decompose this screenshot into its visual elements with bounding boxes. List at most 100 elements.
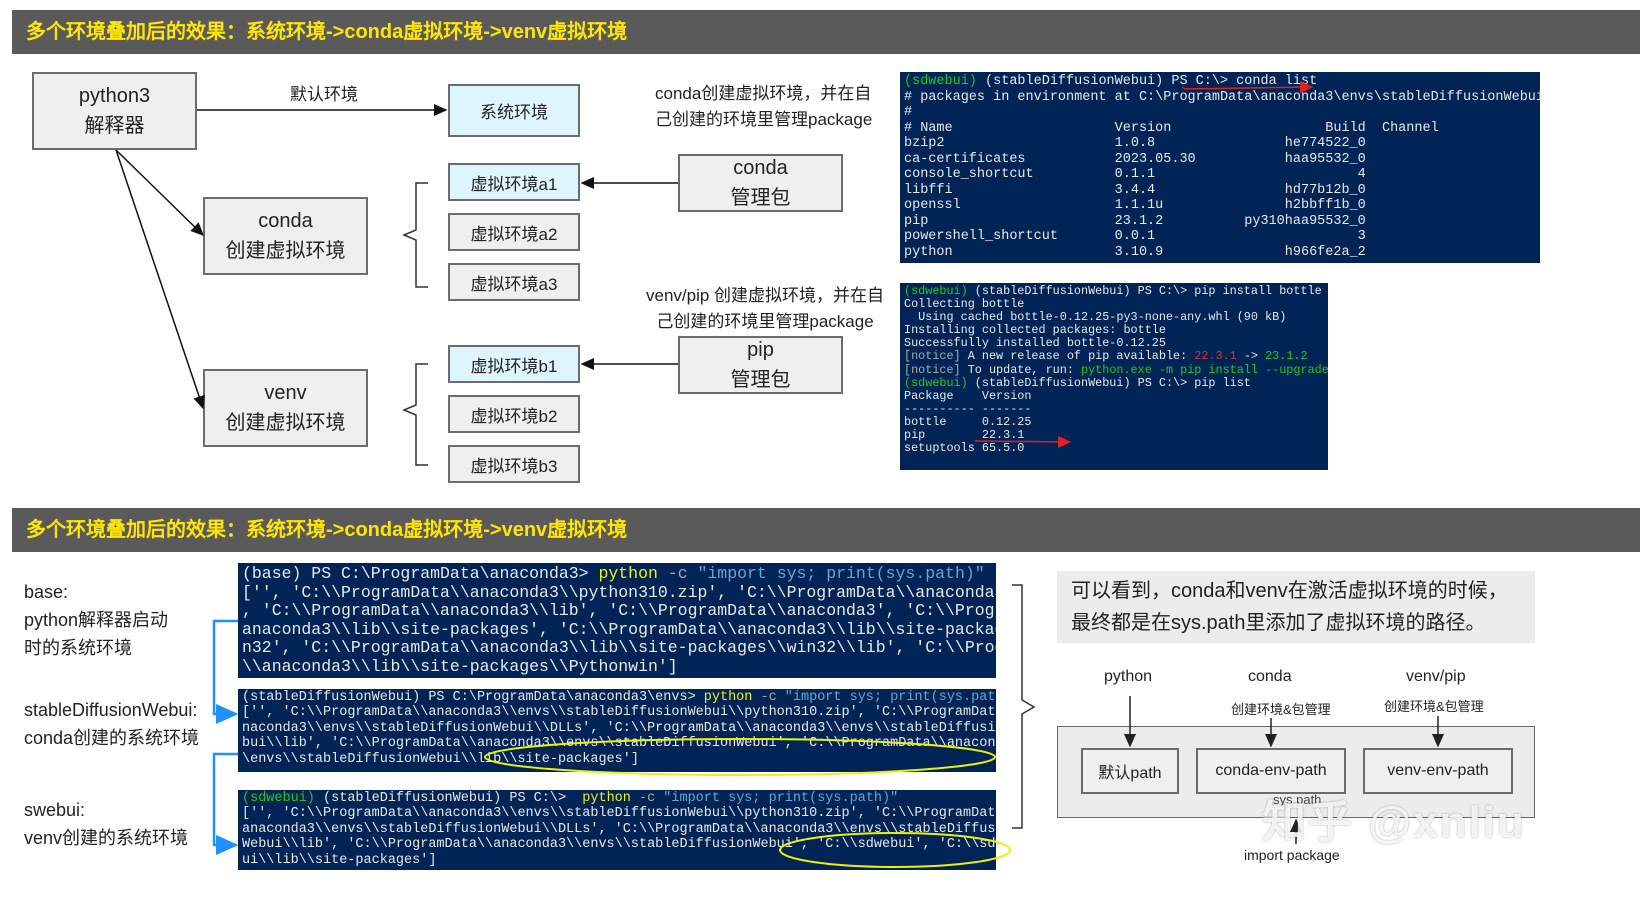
pip-line-0: (sdwebui) (stableDiffusionWebui) PS C:\>… [904, 284, 1322, 298]
pip-line-2: Using cached bottle-0.12.25-py3-none-any… [904, 310, 1287, 325]
conda-env-a3: 虚拟环境a3 [448, 263, 580, 301]
base-sys-path-terminal: (base) PS C:\ProgramData\anaconda3> pyth… [238, 563, 996, 678]
pip-package-manager-box: pip 管理包 [678, 336, 843, 394]
venv-env-title: swebui: [24, 800, 86, 820]
base-line-1: python解释器启动 [24, 610, 169, 630]
conda-package-manager-box: conda 管理包 [678, 154, 843, 212]
venv-output-0: ['', 'C:\\ProgramData\\anaconda3\\envs\\… [242, 806, 996, 822]
sdwebui-path-ellipse [779, 832, 1011, 868]
conda-list-red-arrow [1184, 81, 1314, 94]
conda-list-line-8: openssl 1.1.1u h2bbff1b_0 [904, 198, 1366, 213]
conda-list-line-6: console_shortcut 0.1.1 4 [904, 167, 1366, 182]
python-path-label: python [1104, 668, 1153, 685]
conda-path-sublabel: 创建环境&包管理 [1231, 702, 1331, 717]
venv-note-line1: venv/pip 创建虚拟环境，并在自 [646, 286, 885, 305]
venvpip-path-label: venv/pip [1406, 668, 1466, 685]
conda-sys-path-terminal: (stableDiffusionWebui) PS C:\ProgramData… [238, 689, 996, 772]
conda-env-a1: 虚拟环境a1 [448, 163, 580, 201]
venv-output-3: ui\\lib\\site-packages'] [242, 852, 437, 868]
conda-env-title: stableDiffusionWebui: [24, 700, 198, 720]
pip-line-4: Successfully installed bottle-0.12.25 [904, 336, 1166, 351]
venv-env-brace [402, 363, 428, 466]
conda-output-0: ['', 'C:\\ProgramData\\anaconda3\\envs\\… [242, 705, 996, 721]
bottom-banner: 多个环境叠加后的效果：系统环境->conda虚拟环境->venv虚拟环境 [12, 508, 1640, 552]
summary-line-1: 可以看到，conda和venv在激活虚拟环境的时候， [1071, 580, 1508, 602]
base-output-0: ['', 'C:\\ProgramData\\anaconda3\\python… [242, 582, 996, 602]
conda-box-line2: 创建虚拟环境 [225, 240, 346, 262]
pip-line-10: ---------- ------- [904, 401, 1032, 416]
pip-line-8: (sdwebui) (stableDiffusionWebui) PS C:\>… [904, 375, 1251, 390]
conda-env-description: stableDiffusionWebui: conda创建的系统环境 [24, 696, 199, 752]
conda-list-line-3: # Name Version Build Channel [904, 120, 1439, 136]
base-description: base: python解释器启动 时的系统环境 [24, 578, 168, 662]
conda-site-packages-ellipse [484, 738, 996, 776]
conda-cmd-line: (stableDiffusionWebui) PS C:\ProgramData… [242, 690, 996, 705]
conda-note: conda创建虚拟环境，并在自 己创建的环境里管理package [655, 81, 872, 133]
base-line-2: 时的系统环境 [24, 638, 132, 658]
venv-env-b1: 虚拟环境b1 [448, 345, 580, 383]
conda-env-a2: 虚拟环境a2 [448, 213, 580, 251]
terminals-brace [1012, 584, 1036, 829]
conda-output-1: naconda3\\envs\\stableDiffusionWebui\\DL… [242, 720, 996, 736]
default-path-box: 默认path [1081, 748, 1179, 794]
venv-sys-path-terminal: (sdwebui) (stableDiffusionWebui) PS C:\>… [238, 790, 996, 870]
venv-note: venv/pip 创建虚拟环境，并在自 己创建的环境里管理package [646, 283, 884, 335]
conda-list-line-2: # [904, 105, 913, 120]
conda-list-terminal: (sdwebui) (stableDiffusionWebui) PS C:\>… [900, 72, 1540, 263]
conda-list-line-9: pip 23.1.2 py310haa95532_0 [904, 213, 1366, 229]
pip-line-11: bottle 0.12.25 [904, 414, 1032, 429]
base-output-4: \\anaconda3\\lib\\site-packages\\Pythonw… [242, 656, 678, 676]
python-interpreter-box: python3 解释器 [32, 72, 197, 150]
conda-list-line-1: # packages in environment at C:\ProgramD… [904, 89, 1540, 105]
conda-list-line-11: python 3.10.9 h966fe2a_2 [904, 244, 1366, 260]
conda-list-line-7: libffi 3.4.4 hd77b12b_0 [904, 182, 1366, 198]
pip-notice-line-1: [notice] A new release of pip available:… [904, 349, 1308, 364]
watermark: 知乎 @xnliu [1262, 798, 1526, 847]
conda-note-line1: conda创建虚拟环境，并在自 [655, 84, 872, 103]
conda-pkg-line1: conda [733, 157, 788, 179]
import-package-label: import package [1244, 847, 1340, 863]
venv-env-path-box: venv-env-path [1363, 748, 1513, 794]
venv-env-b3: 虚拟环境b3 [448, 445, 580, 483]
venv-cmd-line: (sdwebui) (stableDiffusionWebui) PS C:\>… [242, 791, 899, 806]
pip-line-1: Collecting bottle [904, 297, 1025, 312]
top-banner: 多个环境叠加后的效果：系统环境->conda虚拟环境->venv虚拟环境 [12, 10, 1640, 54]
conda-list-line-4: bzip2 1.0.8 he774522_0 [904, 136, 1366, 151]
python-to-conda-arrow [115, 149, 205, 237]
base-to-conda-blue-arrow [212, 619, 239, 724]
summary-note: 可以看到，conda和venv在激活虚拟环境的时候， 最终都是在sys.path… [1057, 571, 1535, 643]
venv-env-b2: 虚拟环境b2 [448, 395, 580, 433]
conda-box-line1: conda [258, 210, 313, 232]
conda-list-line-5: ca-certificates 2023.05.30 haa95532_0 [904, 151, 1366, 167]
pip-line-13: setuptools 65.5.0 [904, 441, 1025, 456]
venv-path-sublabel: 创建环境&包管理 [1384, 699, 1484, 714]
venv-note-line2: 己创建的环境里管理package [656, 312, 874, 331]
pip-terminal: (sdwebui) (stableDiffusionWebui) PS C:\>… [900, 283, 1328, 470]
venv-box-line2: 创建虚拟环境 [225, 412, 346, 434]
venv-box-line1: venv [264, 382, 307, 404]
conda-env-brace [402, 182, 428, 288]
venv-env-line-1: venv创建的系统环境 [24, 828, 189, 848]
conda-path-label: conda [1248, 668, 1292, 685]
venv-output-2: Webui\\lib', 'C:\\ProgramData\\anaconda3… [242, 837, 996, 853]
base-cmd-line: (base) PS C:\ProgramData\anaconda3> pyth… [242, 564, 985, 583]
conda-env-line-1: conda创建的系统环境 [24, 728, 200, 748]
system-env-box: 系统环境 [448, 84, 580, 137]
venv-env-description: swebui: venv创建的系统环境 [24, 796, 188, 852]
python-box-line2: 解释器 [84, 115, 145, 137]
conda-list-red-arrow-stub [1181, 86, 1186, 90]
conda-create-env-box: conda 创建虚拟环境 [203, 197, 368, 275]
pip-line-12: pip 22.3.1 [904, 428, 1025, 443]
base-title: base: [24, 582, 69, 602]
venv-create-env-box: venv 创建虚拟环境 [203, 369, 368, 447]
python-to-venv-arrow [115, 149, 205, 410]
base-output-1: , 'C:\\ProgramData\\anaconda3\\lib', 'C:… [242, 601, 996, 621]
conda-note-line2: 己创建的环境里管理package [655, 110, 873, 129]
pip-line-3: Installing collected packages: bottle [904, 323, 1166, 338]
pip-pkg-line1: pip [747, 339, 774, 361]
pip-pkg-line2: 管理包 [730, 369, 791, 391]
pip-line-9: Package Version [904, 388, 1032, 403]
conda-pkg-line2: 管理包 [730, 187, 791, 209]
